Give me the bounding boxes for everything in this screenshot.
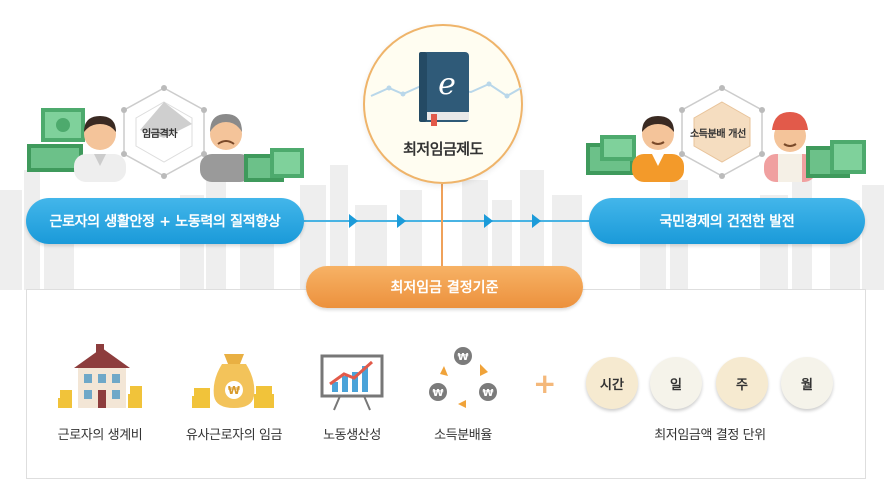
- unit-month: 월: [781, 357, 833, 409]
- wage-gap-label: 임금격차: [142, 129, 178, 140]
- svg-text:₩: ₩: [482, 388, 493, 399]
- center-title: 최저임금제도: [403, 140, 483, 158]
- svg-text:₩: ₩: [228, 384, 240, 397]
- svg-text:e: e: [438, 67, 456, 102]
- flow-arrow-2: [397, 214, 406, 228]
- worker-right-icon: [632, 116, 684, 182]
- item-label-similar-wages: 유사근로자의 임금: [185, 428, 283, 443]
- won-cycle-icon: ₩ ₩ ₩: [429, 347, 497, 408]
- item-label-productivity: 노동생산성: [323, 428, 381, 443]
- wage-gap-hexagon: [121, 85, 207, 179]
- right-money-stack: [586, 135, 636, 175]
- left-money-small: [244, 148, 304, 182]
- vertical-connector: [441, 184, 443, 270]
- item-label-living-cost: 근로자의 생계비: [57, 428, 143, 443]
- units-label: 최저임금액 결정 단위: [654, 428, 766, 443]
- flow-arrow-4: [532, 214, 541, 228]
- house-coins-icon: [58, 344, 142, 408]
- right-money-small: [806, 140, 866, 178]
- flow-arrow-3: [484, 214, 493, 228]
- flow-arrow-1: [349, 214, 358, 228]
- income-distribution-label: 소득분배 개선: [690, 129, 746, 140]
- money-bag-icon: ₩: [192, 354, 274, 408]
- goal-pill-right: 국민경제의 건전한 발전: [589, 198, 865, 244]
- goal-pill-left: 근로자의 생활안정 + 노동력의 질적향상: [26, 198, 304, 244]
- unit-hour: 시간: [586, 357, 638, 409]
- unit-day: 일: [650, 357, 702, 409]
- worker-cap-icon: [764, 112, 816, 182]
- minimum-wage-system-circle: e 최저임금제도: [363, 24, 523, 184]
- growth-chart-icon: [320, 354, 384, 411]
- plus-sign: +: [533, 367, 557, 400]
- left-money-stack: [27, 108, 85, 172]
- worker-angry-icon: [200, 114, 252, 182]
- flow-line: [300, 220, 592, 222]
- svg-text:₩: ₩: [457, 352, 468, 363]
- criteria-title-pill: 최저임금 결정기준: [306, 266, 583, 308]
- book-e-icon: e: [419, 52, 469, 126]
- unit-week: 주: [716, 357, 768, 409]
- item-label-distribution-rate: 소득분배율: [434, 428, 492, 443]
- income-distribution-hexagon: [679, 85, 765, 179]
- worker-left-icon: [74, 116, 126, 182]
- svg-text:₩: ₩: [432, 388, 443, 399]
